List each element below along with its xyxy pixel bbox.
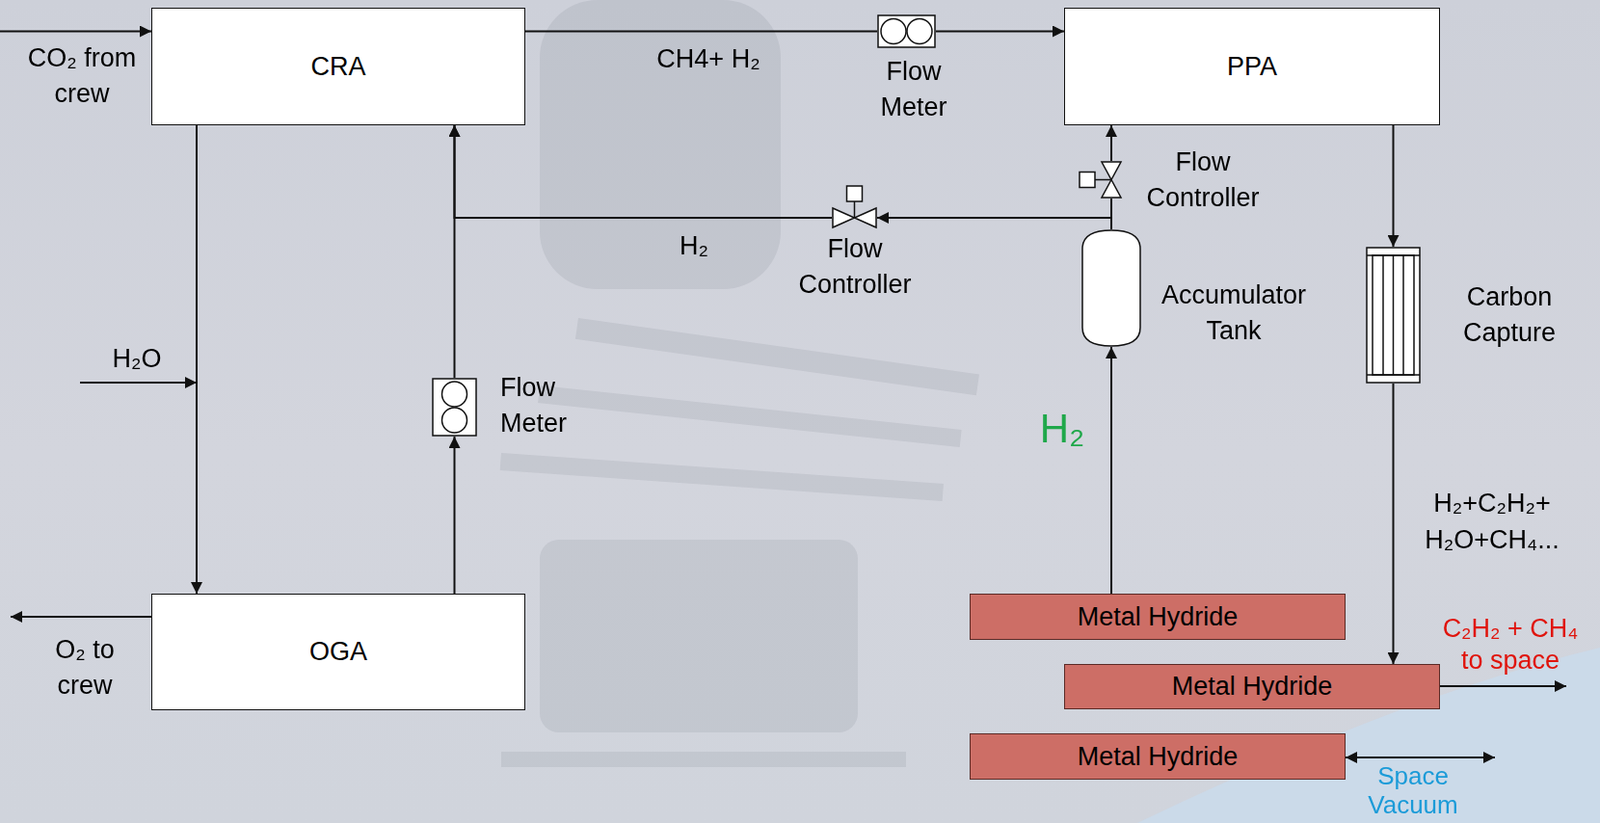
- carbon-capture: Carbon Capture: [1365, 246, 1574, 384]
- flow-line: [1392, 125, 1395, 247]
- output-arrow: [1440, 685, 1567, 688]
- valve-half: [832, 208, 855, 228]
- module-shape: [539, 539, 858, 733]
- input-arrow: [80, 381, 197, 384]
- column-bed: [1372, 255, 1414, 375]
- flow-line: [935, 30, 1065, 33]
- box-label: Metal Hydride: [1172, 668, 1334, 705]
- box-label: OGA: [309, 634, 368, 670]
- flow-line: [195, 125, 198, 594]
- output-arrow: [10, 615, 152, 618]
- flow-label: H₂O: [96, 341, 178, 377]
- truss-shape: [501, 751, 907, 768]
- meter-body: [878, 15, 935, 48]
- flow-label: O₂ to crew: [36, 632, 134, 704]
- truss-shape: [500, 453, 944, 502]
- flow-meter: Flow Meter: [431, 370, 615, 448]
- input-arrow: [0, 30, 152, 33]
- component-label: Flow Controller: [1136, 144, 1270, 216]
- component-label: Carbon Capture: [1450, 279, 1569, 351]
- valve-symbol: [831, 207, 878, 229]
- component-label: Accumulator Tank: [1146, 277, 1321, 349]
- station-silhouette: [500, 0, 980, 768]
- assembly-box: PPA: [1064, 7, 1440, 126]
- flow-meter-symbol: [877, 14, 936, 49]
- component-label: Flow Controller: [782, 231, 928, 303]
- truss-shape: [537, 385, 961, 448]
- valve-half: [1101, 161, 1121, 181]
- box-label: CRA: [310, 49, 366, 85]
- actuator-box: [1079, 172, 1095, 188]
- meter-rotor: [906, 19, 933, 45]
- valve-symbol: [1100, 160, 1122, 199]
- flow-meter: Flow Meter: [857, 12, 970, 129]
- tank-shell: [1082, 230, 1141, 347]
- column-tube: [1402, 255, 1405, 375]
- meter-rotor: [442, 381, 468, 407]
- actuator-box: [847, 186, 863, 202]
- flow-line: [453, 436, 456, 594]
- truss-shape: [575, 318, 980, 396]
- valve-half: [1101, 180, 1121, 199]
- flow-meter-symbol: [431, 377, 478, 437]
- vacuum-label: Space Vacuum: [1360, 761, 1467, 820]
- metal-hydride-bed: Metal Hydride: [969, 593, 1346, 640]
- vent-label: C₂H₂ + CH₄ to space: [1434, 613, 1587, 677]
- actuator-stem: [853, 201, 856, 218]
- meter-rotor: [880, 19, 907, 45]
- metal-hydride-bed: Metal Hydride: [1064, 664, 1440, 710]
- component-label: Flow Meter: [857, 53, 970, 126]
- assembly-box: CRA: [151, 7, 526, 126]
- assembly-box: OGA: [151, 593, 526, 711]
- flow-line: [1392, 383, 1395, 665]
- flow-line: [453, 125, 456, 378]
- column-body: [1366, 247, 1420, 383]
- flow-line: [877, 217, 1112, 230]
- flow-line: [454, 125, 833, 218]
- flow-line: [1110, 125, 1113, 161]
- flow-controller: Flow Controller: [782, 183, 928, 309]
- stream-label: CH4+ H₂: [626, 41, 791, 78]
- flow-controller: Flow Controller: [1076, 144, 1270, 222]
- box-label: PPA: [1226, 49, 1278, 85]
- stream-label: H₂+C₂H₂+ H₂O+CH₄...: [1410, 484, 1574, 559]
- column-tube: [1392, 255, 1395, 375]
- vent-arrow: [1345, 756, 1495, 759]
- valve-half: [854, 208, 878, 228]
- stream-label: H₂: [665, 227, 723, 265]
- astronaut-shape: [539, 0, 781, 290]
- accumulator-tank: Accumulator Tank: [1081, 229, 1323, 347]
- meter-rotor: [442, 407, 468, 433]
- stream-label: H₂: [1031, 404, 1094, 454]
- box-label: Metal Hydride: [1077, 599, 1239, 636]
- flow-line: [525, 30, 878, 33]
- box-label: Metal Hydride: [1077, 739, 1239, 775]
- actuator-stem: [1094, 179, 1112, 182]
- tank-symbol: [1081, 229, 1142, 347]
- component-label: Flow Meter: [500, 370, 612, 442]
- flow-line: [1110, 346, 1113, 594]
- flow-label: CO₂ from crew: [9, 40, 155, 112]
- meter-body: [432, 378, 477, 436]
- column-tube: [1382, 255, 1385, 375]
- metal-hydride-bed: Metal Hydride: [969, 733, 1346, 780]
- sorbent-column-symbol: [1365, 246, 1421, 384]
